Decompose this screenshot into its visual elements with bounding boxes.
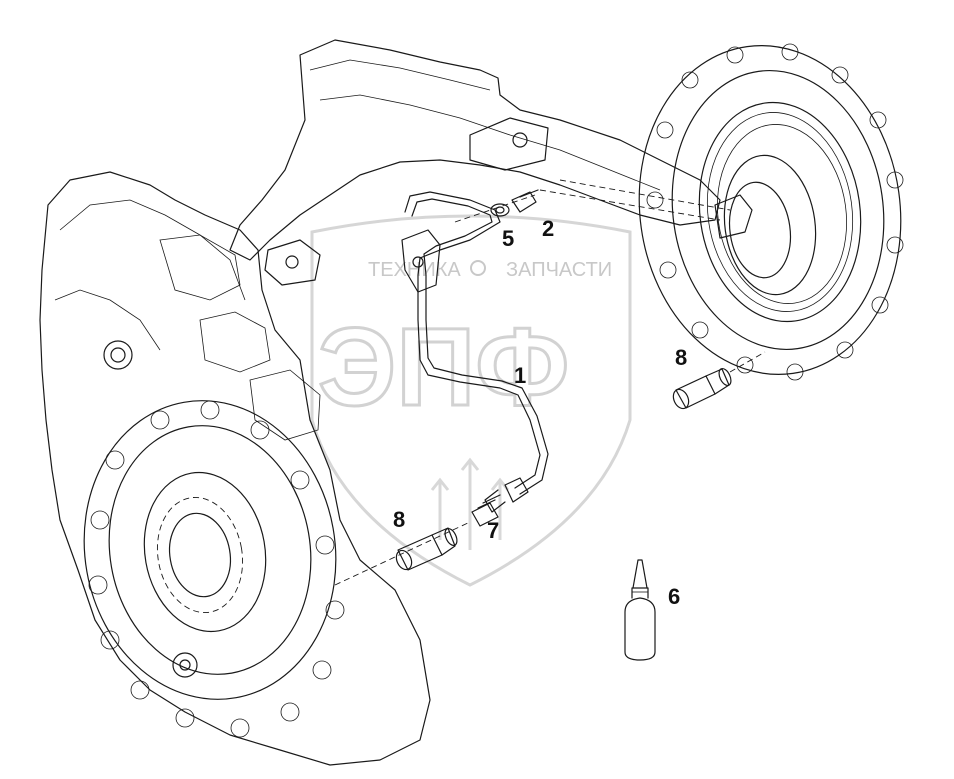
flange-lugs — [88, 400, 345, 738]
adapter-right — [672, 351, 766, 410]
callout-7: 7 — [487, 518, 499, 543]
fitting — [471, 494, 501, 527]
watermark-text-left: ТЕХНИКА — [368, 259, 461, 281]
transmission-housing — [39, 171, 431, 766]
watermark-shield — [310, 214, 632, 587]
adapter-left — [334, 521, 471, 586]
watermark-logo: ЭПФ — [318, 306, 569, 429]
wheat-emblem — [430, 457, 510, 550]
callouts: 1 2 5 6 7 8 8 — [393, 216, 687, 609]
oil-pipe — [401, 191, 549, 513]
callout-1: 1 — [514, 363, 526, 388]
callout-8-left: 8 — [393, 507, 405, 532]
right-flange — [638, 43, 904, 381]
upper-frame — [229, 39, 731, 286]
gear-icon — [470, 260, 486, 276]
watermark-text-right: ЗАПЧАСТИ — [506, 259, 612, 281]
right-flange-lugs — [646, 43, 904, 381]
callout-5: 5 — [502, 226, 514, 251]
bolt-and-washer — [454, 189, 539, 223]
watermark: ЭПФ ТЕХНИКА ЗАПЧАСТИ — [310, 214, 632, 587]
callout-2: 2 — [542, 216, 554, 241]
callout-8-right: 8 — [675, 345, 687, 370]
callout-6: 6 — [668, 584, 680, 609]
sealant-bottle — [624, 559, 656, 661]
